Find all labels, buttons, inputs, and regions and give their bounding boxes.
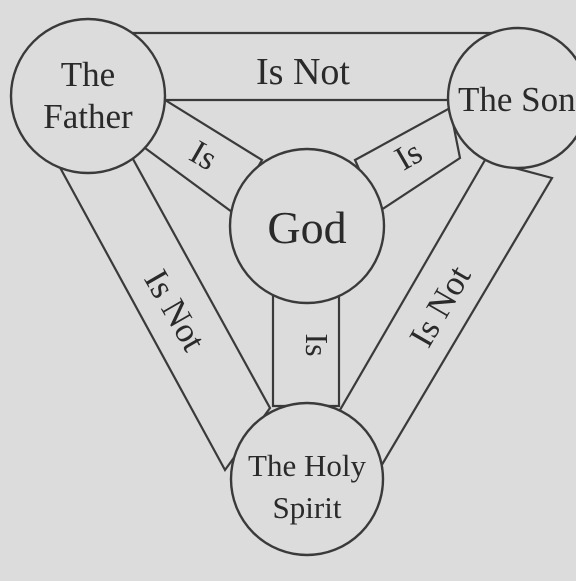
spirit-label-line1: The Holy xyxy=(248,448,366,483)
node-son xyxy=(446,26,576,170)
son-label: The Son xyxy=(458,80,576,119)
relation-father-son-label: Is Not xyxy=(256,51,350,93)
spirit-label-line2: Spirit xyxy=(273,490,342,525)
god-label: God xyxy=(267,202,346,253)
father-label-line1: The xyxy=(61,55,115,94)
relation-spirit-god-label: Is xyxy=(299,333,335,356)
node-spirit xyxy=(229,401,385,557)
father-label-line2: Father xyxy=(43,97,133,136)
node-father xyxy=(9,17,167,175)
node-god xyxy=(228,147,386,305)
